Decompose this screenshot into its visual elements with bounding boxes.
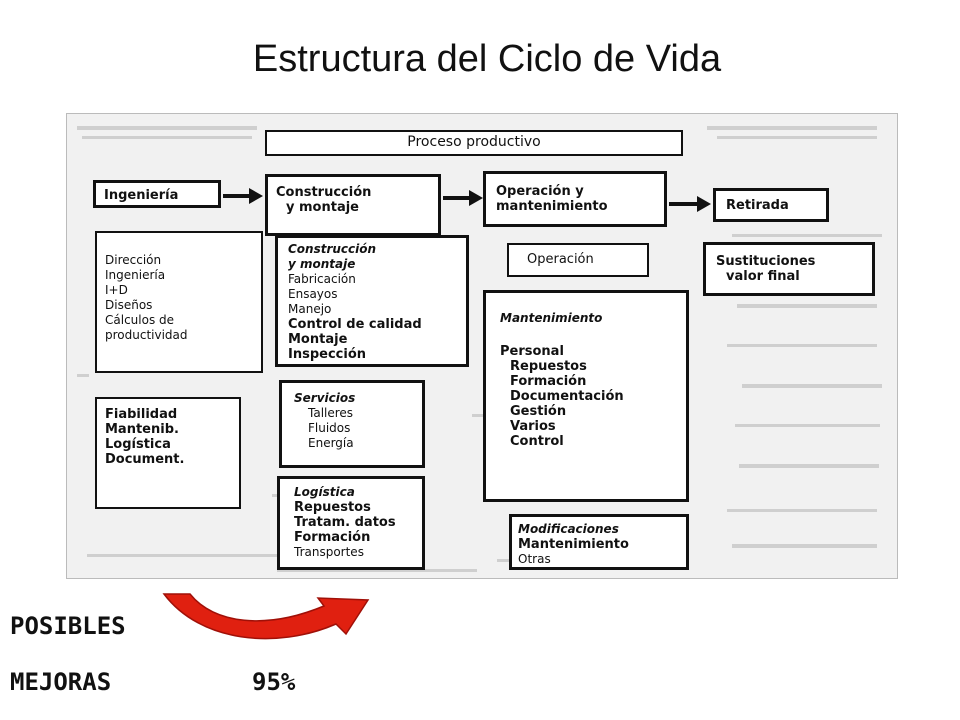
ingenieria-detail-item: productividad: [105, 328, 188, 342]
logistica-item: Transportes: [294, 545, 364, 559]
ingenieria-detail-item: Ingeniería: [105, 268, 166, 282]
ingenieria-detail-item: Dirección: [105, 253, 162, 267]
mantenimiento-heading: Mantenimiento: [500, 311, 603, 325]
operacion-box: Operación: [507, 243, 649, 277]
mantenimiento-item: Documentación: [510, 389, 624, 404]
logistica-heading: Logística: [294, 485, 355, 499]
ingenieria-detail-item: Diseños: [105, 298, 153, 312]
construccion-detail-heading2: y montaje: [288, 257, 356, 271]
construccion-detail-item: Manejo: [288, 302, 332, 316]
construccion-detail-item: Control de calidad: [288, 317, 422, 332]
ingenieria-detail: Dirección Ingeniería I+D Diseños Cálculo…: [95, 231, 263, 373]
scan-texture: [77, 126, 882, 572]
mantenimiento-box: Mantenimiento Personal Repuestos Formaci…: [483, 290, 689, 502]
stage-retirada: Retirada: [713, 188, 829, 222]
footer-percent: 95%: [252, 668, 296, 696]
retirada-detail: Sustituciones valor final: [703, 242, 875, 296]
footer-mejoras: MEJORAS: [10, 668, 112, 696]
curved-arrow-icon: [162, 593, 370, 640]
proceso-productivo-header: Proceso productivo: [265, 130, 683, 156]
servicios-heading: Servicios: [294, 391, 356, 405]
stage-ingenieria-label: Ingeniería: [104, 188, 179, 203]
stage-operacion-line2: mantenimiento: [496, 199, 608, 214]
arrow-operacion-to-retirada-icon: [669, 196, 711, 212]
construccion-detail-item: Fabricación: [288, 272, 356, 286]
ingenieria-extra-item: Mantenib.: [105, 422, 179, 437]
construccion-detail-heading1: Construcción: [288, 242, 377, 256]
construccion-detail: Construcción y montaje Fabricación Ensay…: [275, 235, 469, 367]
stage-operacion: Operación y mantenimiento: [483, 171, 667, 227]
ingenieria-detail-item: Cálculos de: [105, 313, 175, 327]
logistica-item: Repuestos: [294, 500, 371, 515]
arrow-ingenieria-to-construccion-icon: [223, 188, 263, 204]
mantenimiento-item: Control: [510, 434, 564, 449]
ingenieria-extra-item: Document.: [105, 452, 185, 467]
mantenimiento-item: Gestión: [510, 404, 567, 419]
stage-operacion-line1: Operación y: [496, 184, 584, 199]
modificaciones-box: Modificaciones Mantenimiento Otras: [509, 514, 689, 570]
logistica-box: Logística Repuestos Tratam. datos Formac…: [277, 476, 425, 570]
servicios-item: Energía: [308, 436, 354, 450]
header-label: Proceso productivo: [407, 134, 541, 150]
stage-retirada-label: Retirada: [726, 198, 789, 213]
servicios-box: Servicios Talleres Fluidos Energía: [279, 380, 425, 468]
ingenieria-detail-item: I+D: [105, 283, 128, 297]
construccion-detail-item: Ensayos: [288, 287, 338, 301]
logistica-item: Tratam. datos: [294, 515, 396, 530]
arrow-construccion-to-operacion-icon: [443, 190, 483, 206]
mantenimiento-lead: Personal: [500, 344, 564, 359]
mantenimiento-item: Repuestos: [510, 359, 587, 374]
mantenimiento-item: Formación: [510, 374, 587, 389]
scanned-diagram: Proceso productivo Ingeniería Construcci…: [66, 113, 898, 579]
modificaciones-item: Otras: [518, 552, 551, 566]
stage-construccion-line1: Construcción: [276, 185, 372, 200]
retirada-detail-item: Sustituciones: [716, 254, 816, 269]
stage-construccion: Construcción y montaje: [265, 174, 441, 236]
mantenimiento-item: Varios: [510, 419, 556, 434]
ingenieria-extra-item: Logística: [105, 437, 171, 452]
page-title: Estructura del Ciclo de Vida: [252, 38, 722, 80]
footer-posibles: POSIBLES: [10, 612, 126, 640]
construccion-detail-item: Inspección: [288, 347, 367, 362]
servicios-item: Fluidos: [308, 421, 351, 435]
retirada-detail-item: valor final: [726, 269, 800, 284]
operacion-box-label: Operación: [527, 252, 594, 267]
modificaciones-heading: Modificaciones: [518, 522, 619, 536]
curved-arrow-shape: [162, 593, 370, 640]
logistica-item: Formación: [294, 530, 371, 545]
construccion-detail-item: Montaje: [288, 332, 348, 347]
stage-construccion-line2: y montaje: [286, 200, 359, 215]
stage-ingenieria: Ingeniería: [93, 180, 221, 208]
servicios-item: Talleres: [308, 406, 354, 420]
ingenieria-extra-item: Fiabilidad: [105, 407, 178, 422]
modificaciones-item: Mantenimiento: [518, 537, 629, 552]
ingenieria-extra: Fiabilidad Mantenib. Logística Document.: [95, 397, 241, 509]
